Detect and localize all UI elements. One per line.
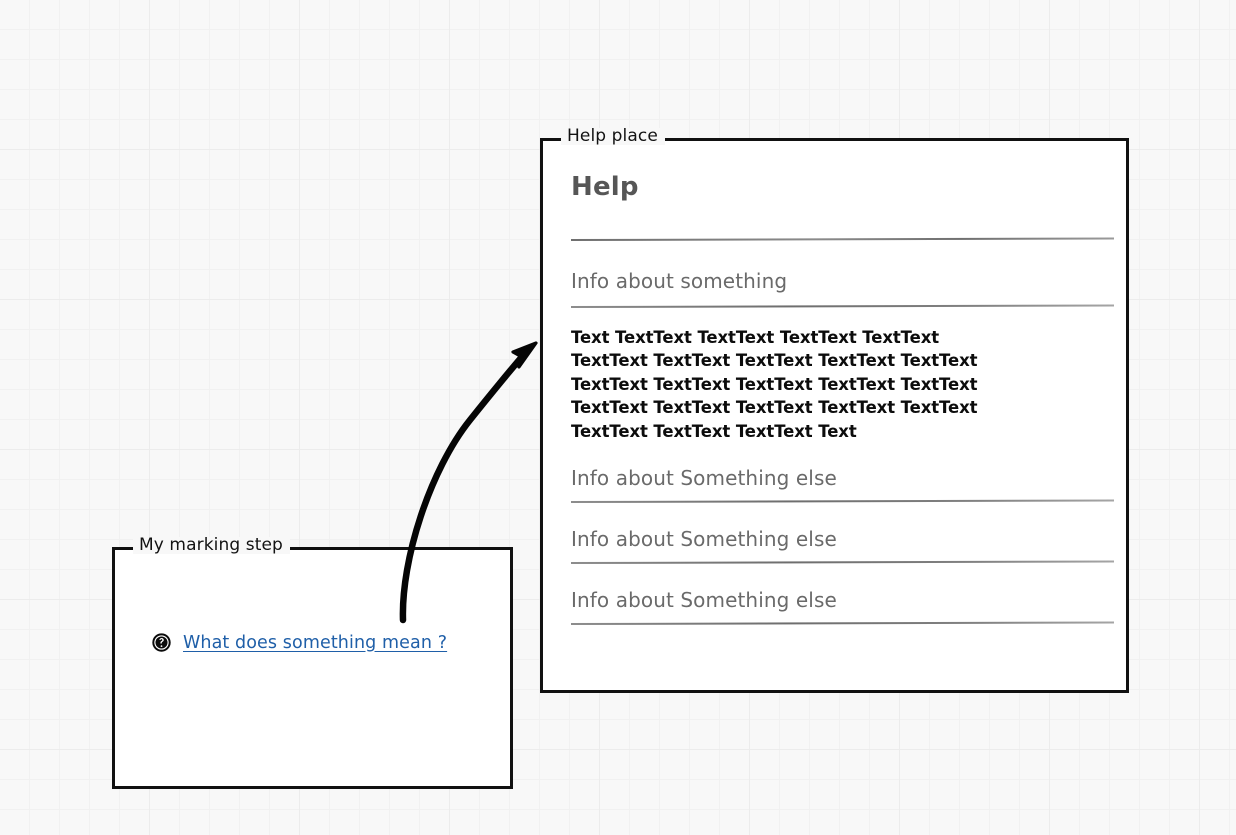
body-line: TextText TextText TextText Text [571, 421, 857, 441]
body-line: Text TextText TextText TextText TextText [571, 327, 940, 347]
spacer [571, 241, 1114, 268]
help-link-row[interactable]: What does something mean ? [151, 632, 447, 653]
section-heading-info-about-something-else-2[interactable]: Info about Something else [571, 527, 837, 551]
what-does-something-mean-link[interactable]: What does something mean ? [183, 632, 448, 653]
help-place-group-label: Help place [561, 128, 665, 145]
section-heading-info-about-something-else-1[interactable]: Info about Something else [571, 466, 837, 490]
spacer [571, 294, 1114, 306]
help-body-text: Text TextText TextText TextText TextText… [571, 326, 1114, 444]
help-place-group-box: Help place Help Info about something Tex… [540, 128, 1129, 693]
question-mark-circle-icon [152, 633, 171, 652]
body-line: TextText TextText TextText TextText Text… [571, 374, 978, 394]
my-marking-step-group-box: My marking step What does something mean… [112, 537, 513, 789]
spacer [571, 206, 1114, 239]
body-line: TextText TextText TextText TextText Text… [571, 351, 978, 370]
section-separator-4 [570, 621, 1115, 625]
spacer [571, 503, 1114, 526]
spacer [571, 308, 1114, 326]
section-heading-info-about-something[interactable]: Info about something [571, 268, 788, 293]
body-line: TextText TextText TextText TextText Text… [571, 398, 978, 417]
section-heading-info-about-something-else-3[interactable]: Info about Something else [571, 588, 837, 612]
spacer [571, 443, 1114, 465]
spacer [571, 564, 1114, 587]
help-panel-content: Help Info about something Text TextText … [570, 171, 1115, 680]
my-marking-step-group-label: My marking step [133, 537, 290, 554]
help-title: Help [571, 172, 639, 202]
